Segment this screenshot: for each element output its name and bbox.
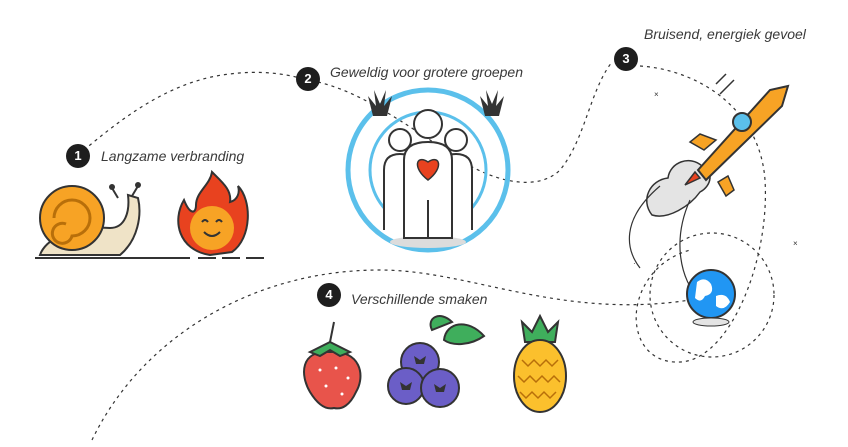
step-4-badge: 4 bbox=[317, 283, 341, 307]
svg-text:×: × bbox=[793, 239, 798, 248]
group-heart-icon bbox=[345, 87, 511, 253]
flame-mascot-icon bbox=[177, 169, 266, 259]
step-3-badge: 3 bbox=[614, 47, 638, 71]
snail-icon bbox=[35, 182, 190, 259]
rocket-icon bbox=[628, 73, 790, 301]
blueberry-icon bbox=[387, 315, 486, 408]
pineapple-icon bbox=[513, 313, 567, 413]
step-2-label: Geweldig voor grotere groepen bbox=[330, 64, 524, 80]
step-1-badge: 1 bbox=[66, 144, 90, 168]
svg-text:×: × bbox=[654, 90, 659, 99]
svg-text:·: · bbox=[633, 259, 636, 268]
star-decorations: × × · bbox=[633, 90, 798, 268]
step-4-label: Verschillende smaken bbox=[351, 291, 488, 307]
step-2-badge: 2 bbox=[296, 67, 320, 91]
strawberry-icon bbox=[303, 321, 362, 410]
step-1-label: Langzame verbranding bbox=[101, 148, 245, 164]
earth-icon bbox=[686, 269, 736, 327]
step-3-label: Bruisend, energiek gevoel bbox=[644, 26, 806, 42]
cannabis-leaf-icon bbox=[368, 90, 504, 116]
